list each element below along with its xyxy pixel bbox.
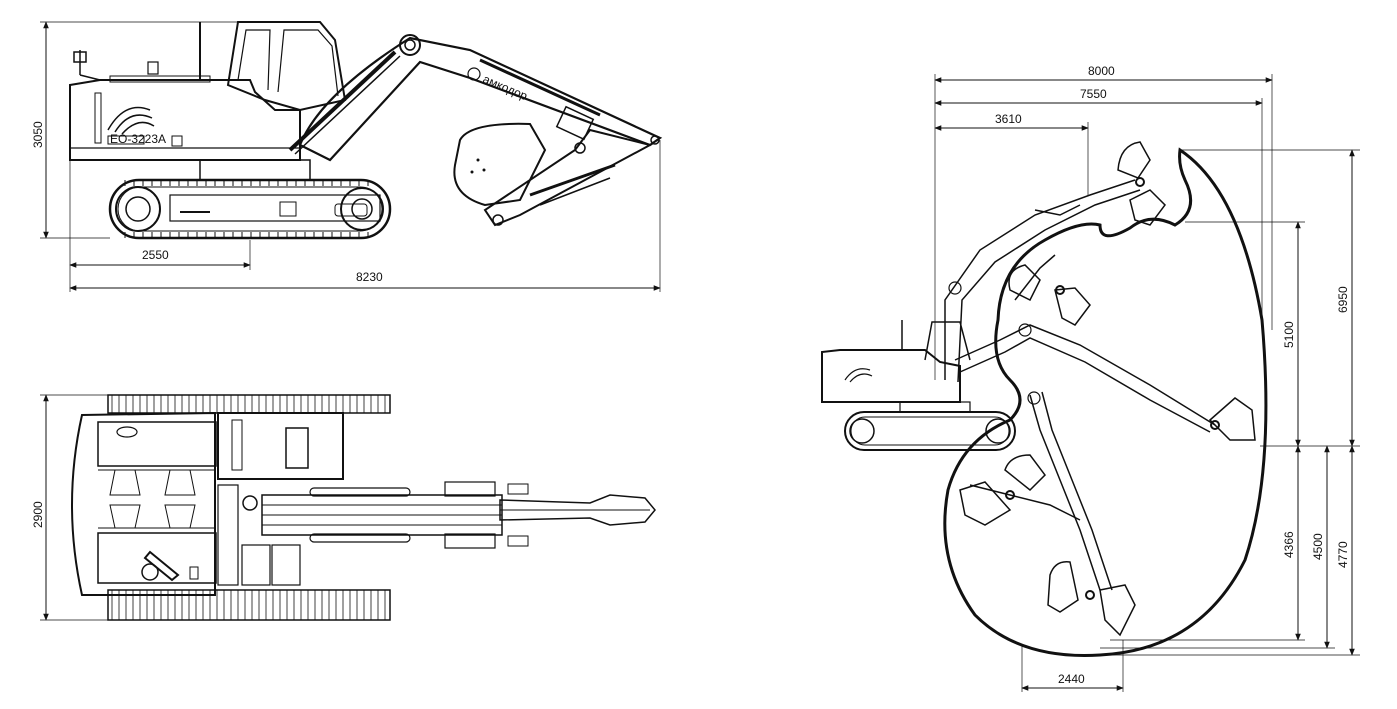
side-view: ЕО-3223А амкодор: [31, 21, 663, 292]
digging-envelope: [943, 147, 1268, 657]
range-dimensions: 8000 7550 3610 6950 5100 4366 4500 4770 …: [934, 64, 1360, 692]
bucket: [453, 122, 547, 207]
height-6950-label: 6950: [1336, 286, 1350, 313]
depth-4500-label: 4500: [1311, 533, 1325, 560]
turntable: [199, 159, 311, 181]
reach-8000-label: 8000: [1088, 64, 1115, 78]
top-boom: [261, 481, 656, 549]
side-track: [108, 178, 392, 240]
cab: [226, 21, 347, 112]
height-5100-label: 5100: [1282, 321, 1296, 348]
top-dimensions: 2900: [31, 394, 108, 621]
depth-4366-label: 4366: [1282, 531, 1296, 558]
reach-3610-label: 3610: [995, 112, 1022, 126]
top-cab: [217, 412, 344, 480]
side-boom: амкодор: [288, 34, 663, 162]
side-dimensions: 3050 2550 8230: [31, 21, 661, 292]
reach-7550-label: 7550: [1080, 87, 1107, 101]
boom-logo-label: амкодор: [481, 72, 530, 103]
width-2900-label: 2900: [31, 501, 45, 528]
model-plate-label: ЕО-3223А: [110, 132, 166, 146]
length-8230-label: 8230: [356, 270, 383, 284]
side-stick-bucket: [453, 122, 653, 227]
top-counterweight: [71, 411, 216, 596]
top-view: 2900: [31, 394, 656, 621]
height-3050-label: 3050: [31, 121, 45, 148]
range-boom-positions: [944, 141, 1256, 637]
range-machine: [821, 320, 1016, 451]
working-range-view: 8000 7550 3610 6950 5100 4366 4500 4770 …: [821, 64, 1360, 692]
bottom-width-2440-label: 2440: [1058, 672, 1085, 686]
tail-swing-2550-label: 2550: [142, 248, 169, 262]
top-tracks: [107, 394, 391, 621]
depth-4770-label: 4770: [1336, 541, 1350, 568]
